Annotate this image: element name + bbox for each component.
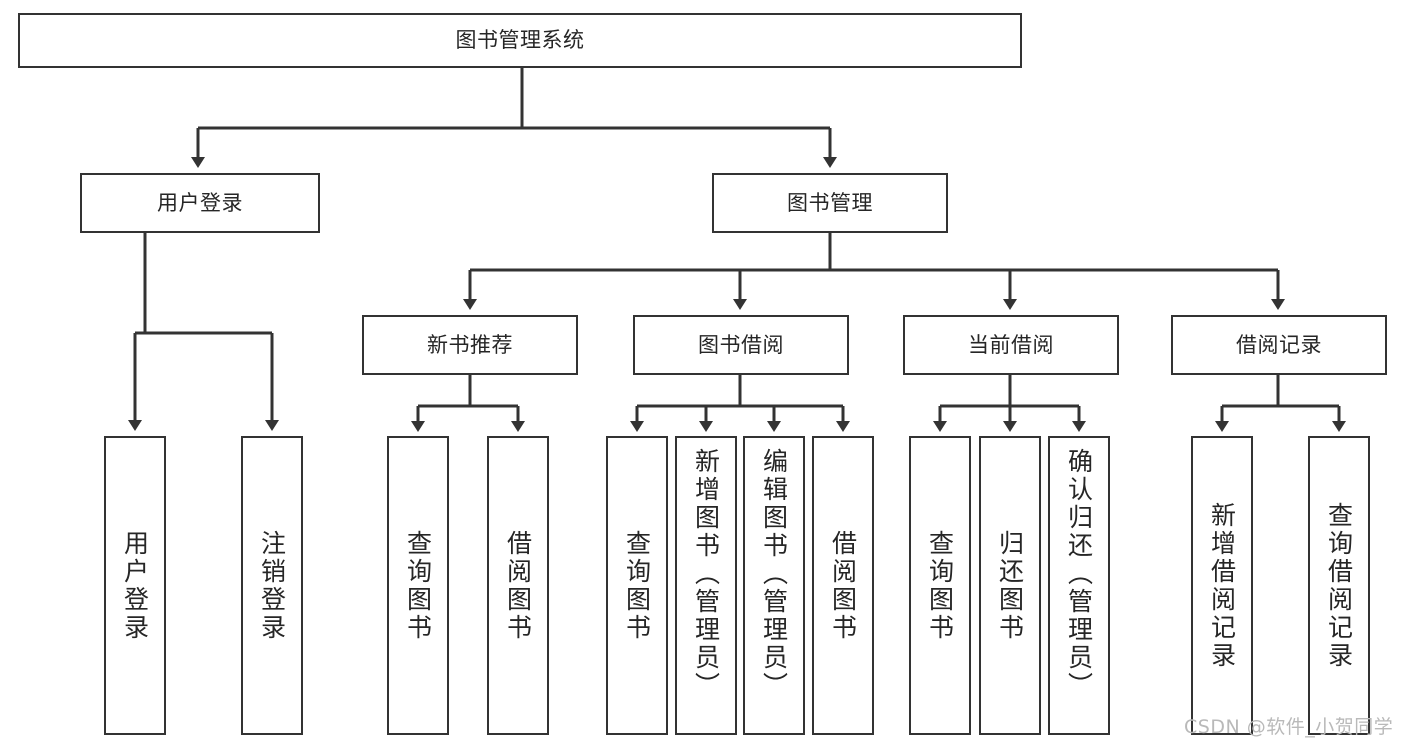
leaf-new-books-borrow-books[interactable]: 借阅图书 xyxy=(487,436,549,735)
node-label: 查询借阅记录 xyxy=(1324,501,1354,670)
node-label: 归还图书 xyxy=(995,529,1025,642)
leaf-records-add-record[interactable]: 新增借阅记录 xyxy=(1191,436,1253,735)
node-root-library-system[interactable]: 图书管理系统 xyxy=(18,13,1022,68)
leaf-records-query-record[interactable]: 查询借阅记录 xyxy=(1308,436,1370,735)
node-label: 新增借阅记录 xyxy=(1207,501,1237,670)
leaf-borrow-borrow-books[interactable]: 借阅图书 xyxy=(812,436,874,735)
node-label: 查询图书 xyxy=(403,529,433,642)
node-label: 借阅记录 xyxy=(1236,332,1322,357)
node-current-borrow[interactable]: 当前借阅 xyxy=(903,315,1119,375)
node-label: 编辑图书（管理员） xyxy=(759,448,789,700)
node-label: 用户登录 xyxy=(120,529,150,642)
node-label: 新增图书（管理员） xyxy=(691,448,721,700)
node-label: 当前借阅 xyxy=(968,332,1054,357)
node-user-login[interactable]: 用户登录 xyxy=(80,173,320,233)
leaf-new-books-query-books[interactable]: 查询图书 xyxy=(387,436,449,735)
leaf-borrow-query-books[interactable]: 查询图书 xyxy=(606,436,668,735)
node-label: 借阅图书 xyxy=(503,529,533,642)
node-label: 查询图书 xyxy=(622,529,652,642)
node-label: 图书管理系统 xyxy=(455,28,585,53)
node-label: 用户登录 xyxy=(157,190,243,215)
node-book-borrow[interactable]: 图书借阅 xyxy=(633,315,849,375)
leaf-current-confirm-return-admin[interactable]: 确认归还（管理员） xyxy=(1048,436,1110,735)
watermark-text: CSDN @软件_小贺同学 xyxy=(1184,716,1394,738)
node-label: 新书推荐 xyxy=(427,332,513,357)
leaf-current-query-books[interactable]: 查询图书 xyxy=(909,436,971,735)
node-label: 确认归还（管理员） xyxy=(1064,448,1094,700)
node-label: 查询图书 xyxy=(925,529,955,642)
node-label: 图书管理 xyxy=(787,190,873,215)
node-label: 注销登录 xyxy=(257,529,287,642)
node-borrow-records[interactable]: 借阅记录 xyxy=(1171,315,1387,375)
node-label: 借阅图书 xyxy=(828,529,858,642)
node-label: 图书借阅 xyxy=(698,332,784,357)
leaf-user-login-logout[interactable]: 注销登录 xyxy=(241,436,303,735)
node-book-management[interactable]: 图书管理 xyxy=(712,173,948,233)
leaf-borrow-edit-book-admin[interactable]: 编辑图书（管理员） xyxy=(743,436,805,735)
leaf-borrow-add-book-admin[interactable]: 新增图书（管理员） xyxy=(675,436,737,735)
node-new-book-recommend[interactable]: 新书推荐 xyxy=(362,315,578,375)
leaf-user-login-login[interactable]: 用户登录 xyxy=(104,436,166,735)
leaf-current-return-books[interactable]: 归还图书 xyxy=(979,436,1041,735)
